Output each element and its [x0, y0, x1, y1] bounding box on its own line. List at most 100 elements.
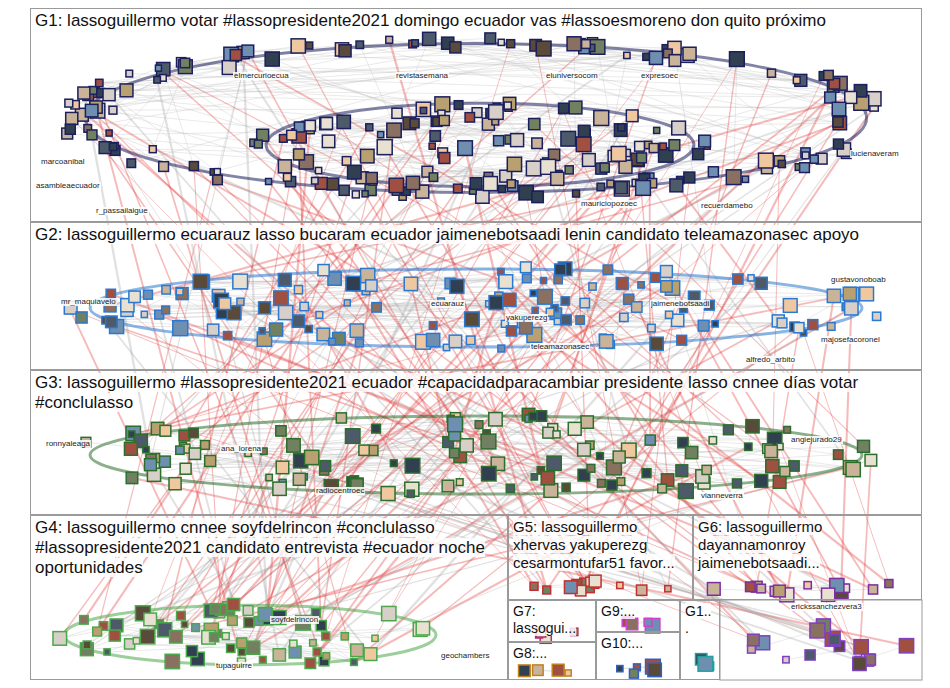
vertex-avatar [810, 623, 825, 638]
vertex-avatar [420, 107, 426, 113]
vertex-avatar [833, 116, 846, 129]
vertex-avatar [476, 190, 489, 203]
vertex-avatar [758, 153, 773, 168]
vertex-avatar [483, 177, 497, 191]
vertex-avatar [355, 339, 363, 347]
vertex-avatar [684, 172, 695, 183]
vertex-avatar [214, 169, 220, 175]
tie-line [136, 83, 840, 640]
vertex-label: r_passailaigue [95, 207, 149, 215]
vertex-avatar [793, 77, 800, 84]
vertex-avatar [439, 153, 450, 164]
vertex-avatar [350, 324, 363, 337]
vertex-avatar [109, 106, 117, 114]
vertex-avatar [177, 611, 186, 620]
vertex-avatar [213, 175, 223, 185]
vertex-avatar [723, 425, 733, 435]
vertex-avatar [405, 458, 420, 473]
vertex-avatar [305, 658, 315, 668]
vertex-avatar [745, 443, 752, 450]
vertex-avatar [270, 323, 283, 336]
vertex-avatar [290, 640, 297, 647]
vertex-avatar [594, 111, 609, 126]
vertex-avatar [160, 425, 171, 436]
vertex-avatar [559, 103, 569, 113]
vertex-avatar [429, 173, 437, 181]
vertex-avatar [450, 279, 464, 293]
vertex-avatar [129, 291, 140, 302]
vertex-avatar [65, 124, 75, 134]
tie-line [761, 481, 859, 664]
vertex-avatar [578, 443, 591, 456]
vertex-avatar [460, 439, 473, 452]
vertex-avatar [702, 465, 711, 474]
vertex-avatar [126, 472, 138, 484]
vertex-avatar [511, 134, 524, 147]
vertex-avatar [389, 178, 403, 192]
tie-line [574, 44, 839, 109]
vertex-avatar [162, 286, 170, 294]
vertex-avatar [865, 454, 877, 466]
vertex-avatar [742, 176, 748, 182]
vertex-avatar [499, 185, 506, 192]
vertex-avatar [106, 316, 118, 328]
tie-line [84, 59, 737, 93]
vertex-avatar [103, 89, 115, 101]
vertex-avatar [83, 641, 91, 649]
group-heading: G3: lassoguillermo #lassopresidente2021 … [35, 373, 858, 412]
vertex-avatar [672, 121, 686, 135]
tie-line [558, 122, 838, 280]
tie-line [488, 128, 621, 177]
vertex-avatar [833, 139, 843, 149]
vertex-avatar [632, 302, 642, 312]
tie-line [560, 161, 779, 270]
vertex-avatar [143, 290, 152, 299]
vertex-avatar [242, 45, 254, 57]
vertex-avatar [454, 184, 463, 193]
vertex-avatar [530, 582, 538, 590]
vertex-avatar [317, 328, 330, 341]
vertex-avatar [650, 337, 663, 350]
vertex-avatar [145, 459, 157, 471]
vertex-avatar [143, 447, 149, 453]
vertex-avatar [597, 479, 605, 487]
vertex-avatar [607, 480, 617, 490]
vertex-avatar [237, 298, 244, 305]
vertex-avatar [475, 421, 483, 429]
vertex-avatar [205, 455, 216, 466]
vertex-avatar [109, 143, 116, 150]
vertex-avatar [506, 484, 514, 492]
vertex-avatar [665, 311, 672, 318]
vertex-avatar [181, 621, 187, 627]
vertex-avatar [661, 281, 672, 292]
vertex-avatar [336, 413, 346, 423]
vertex-avatar [562, 483, 570, 491]
vertex-avatar [614, 124, 627, 137]
vertex-avatar [155, 65, 161, 71]
vertex-avatar [362, 191, 368, 197]
vertex-avatar [366, 280, 377, 291]
vertex-avatar [529, 412, 537, 420]
vertex-avatar [536, 41, 551, 56]
vertex-avatar [651, 273, 660, 282]
vertex-label: lucienaveram [850, 150, 900, 158]
vertex-avatar [626, 618, 637, 629]
vertex-avatar [254, 140, 262, 148]
vertex-avatar [120, 84, 133, 97]
vertex-avatar [554, 318, 560, 324]
vertex-avatar [372, 635, 378, 641]
vertex-avatar [283, 173, 291, 181]
vertex-avatar [624, 52, 630, 58]
vertex-avatar [833, 117, 843, 127]
vertex-avatar [318, 265, 329, 276]
vertex-avatar [648, 663, 661, 676]
vertex-avatar [677, 335, 687, 345]
vertex-avatar [544, 484, 558, 498]
vertex-avatar [227, 598, 239, 610]
vertex-avatar [552, 664, 564, 676]
vertex-avatar [506, 326, 516, 336]
vertex-avatar [707, 583, 720, 596]
vertex-avatar [482, 466, 496, 480]
group-panel: G10:... [596, 632, 680, 680]
group-heading: G7: lassogui... [513, 603, 576, 636]
